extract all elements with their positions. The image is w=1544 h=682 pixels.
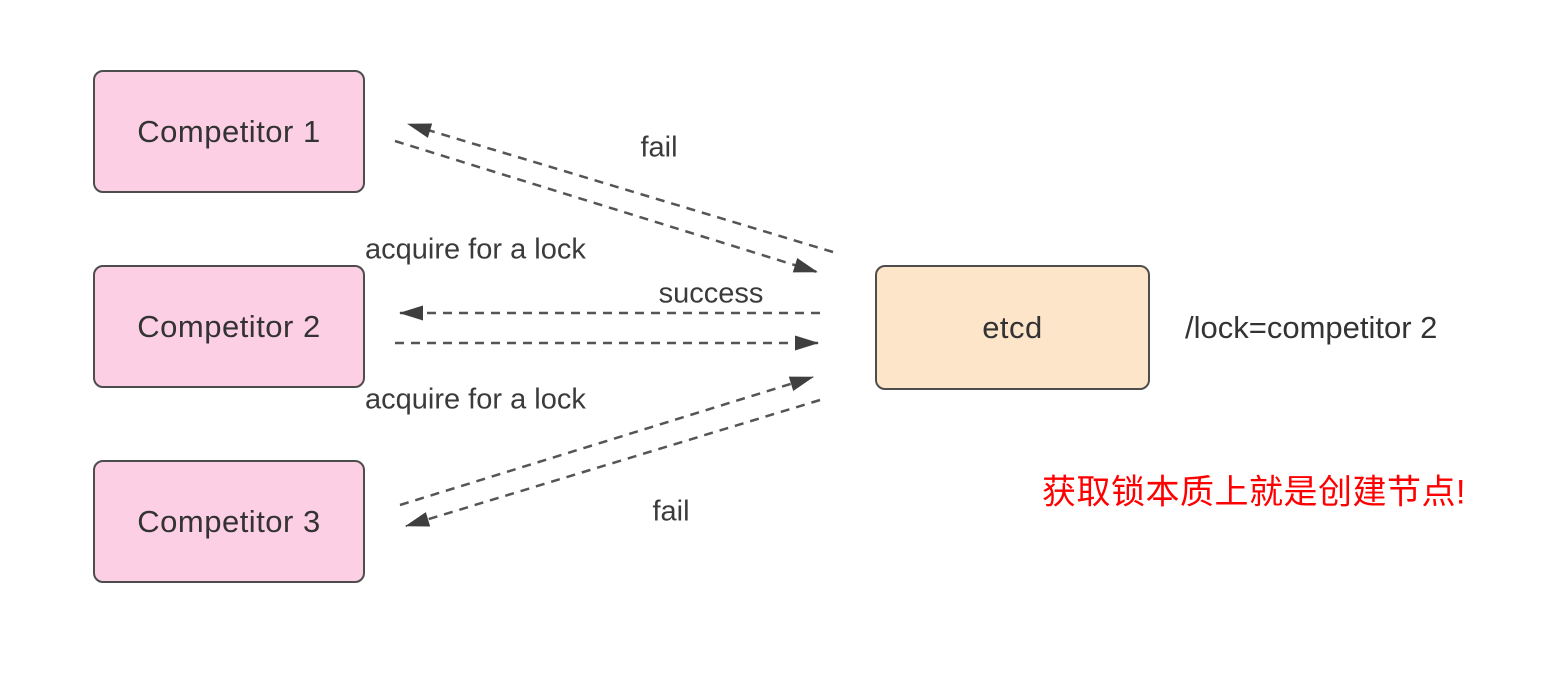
node-label: Competitor 3 [137, 503, 321, 539]
node-competitor-1: Competitor 1 [93, 70, 365, 193]
lock-key-text: /lock=competitor 2 [1185, 310, 1438, 345]
node-label: Competitor 1 [137, 113, 321, 149]
edge-label-acquire-lock-1: acquire for a lock [365, 233, 586, 266]
edge-label-success: success [658, 277, 764, 310]
edge-etcd-to-competitor3-fail [405, 398, 821, 528]
node-label: Competitor 2 [137, 308, 321, 344]
node-label: etcd [982, 309, 1043, 345]
node-competitor-3: Competitor 3 [93, 460, 365, 583]
annotation-note: 获取锁本质上就是创建节点! [1042, 473, 1466, 512]
node-competitor-2: Competitor 2 [93, 265, 365, 388]
edge-label-fail-top: fail [640, 131, 678, 164]
edge-label-acquire-lock-2: acquire for a lock [365, 383, 586, 416]
node-etcd: etcd [875, 265, 1150, 390]
edge-label-fail-bottom: fail [652, 495, 690, 528]
